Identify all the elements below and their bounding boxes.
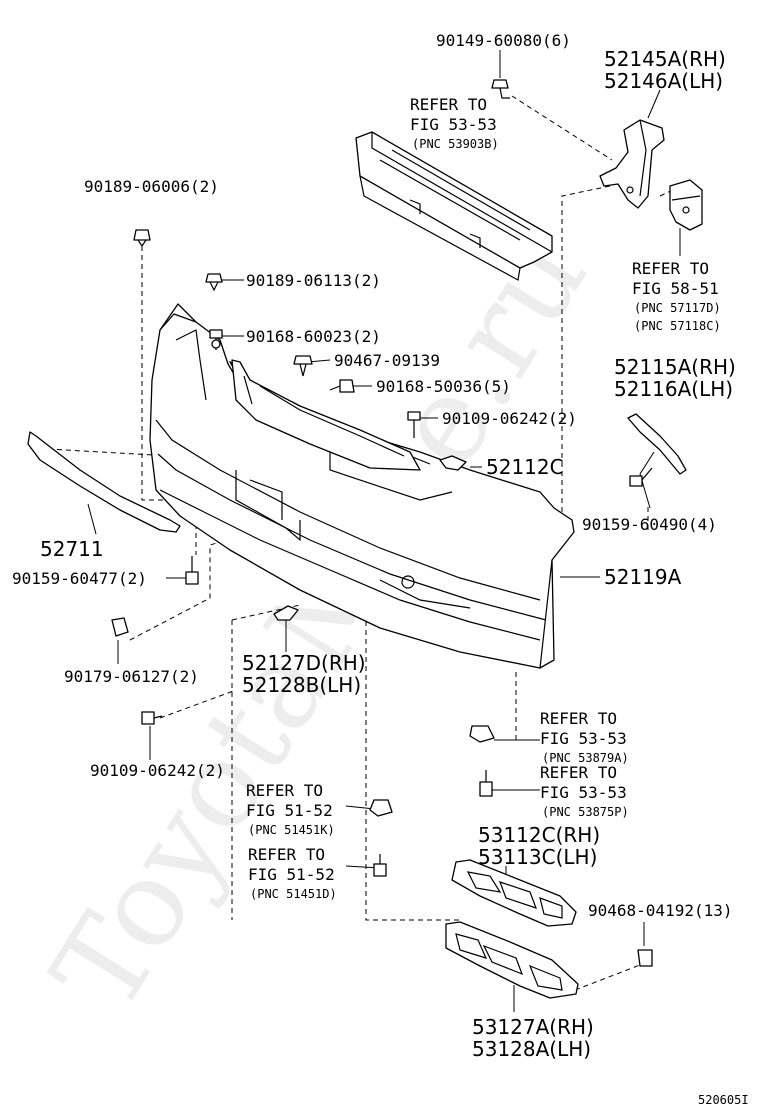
label-52146a: 52146A(LH) [604, 69, 723, 93]
clip-icon [133, 229, 151, 248]
refer-pnc: (PNC 53879A) [542, 751, 629, 765]
label-52115a: 52115A(RH) [614, 355, 736, 379]
clip-icon [205, 273, 223, 292]
refer-pnc: (PNC 57117D) [634, 301, 721, 315]
label-90189-06006: 90189-06006(2) [84, 177, 219, 196]
label-52145a: 52145A(RH) [604, 47, 726, 71]
refer-text: REFER TO [248, 845, 325, 864]
label-90468-04192: 90468-04192(13) [588, 901, 733, 920]
screw-icon [209, 329, 223, 350]
lower-grille-53112c [451, 859, 577, 927]
label-90179-06127: 90179-06127(2) [64, 667, 199, 686]
label-90168-60023: 90168-60023(2) [246, 327, 381, 346]
nut-icon [111, 617, 129, 637]
label-52127d: 52127D(RH) [242, 651, 366, 675]
push-clip-icon [293, 355, 313, 377]
clip-icon [469, 725, 495, 743]
bolt-icon [491, 79, 510, 99]
label-90149-60080: 90149-60080(6) [436, 31, 571, 50]
label-90109-06242-bottom: 90109-06242(2) [90, 761, 225, 780]
label-52112c: 52112C [486, 455, 564, 479]
refer-fig: FIG 51-52 [246, 801, 333, 820]
label-53128a: 53128A(LH) [472, 1037, 591, 1061]
lower-cover-piece [273, 605, 299, 621]
refer-text: REFER TO [246, 781, 323, 800]
lower-grille-53127a [445, 921, 579, 999]
label-90159-60490: 90159-60490(4) [582, 515, 717, 534]
screw-icon [329, 379, 355, 393]
fasteners [111, 79, 653, 967]
emblem-52112c [439, 455, 467, 471]
refer-pnc: (PNC 57118C) [634, 319, 721, 333]
refer-pnc: (PNC 51451K) [248, 823, 335, 837]
clip-icon [369, 799, 393, 817]
figure-code: 520605I [698, 1093, 749, 1107]
label-90467-09139: 90467-09139 [334, 351, 440, 370]
label-52711: 52711 [40, 537, 104, 561]
refer-pnc: (PNC 51451D) [250, 887, 337, 901]
bolt-icon [407, 411, 421, 438]
label-52128b: 52128B(LH) [242, 673, 361, 697]
bolt-icon [141, 711, 163, 725]
part-labels: 90149-60080(6) 52145A(RH) 52146A(LH) REF… [12, 31, 749, 1107]
label-53113c: 53113C(LH) [478, 845, 597, 869]
refer-fig: FIG 53-53 [540, 783, 627, 802]
label-90189-06113: 90189-06113(2) [246, 271, 381, 290]
upper-grille [231, 359, 421, 471]
label-53127a: 53127A(RH) [472, 1015, 594, 1039]
refer-fig: FIG 58-51 [632, 279, 719, 298]
label-90168-50036: 90168-50036(5) [376, 377, 511, 396]
refer-text: REFER TO [540, 763, 617, 782]
refer-pnc: (PNC 53903B) [412, 137, 499, 151]
refer-text: REFER TO [410, 95, 487, 114]
side-support [669, 179, 703, 231]
label-52119a: 52119A [604, 565, 682, 589]
screw-icon [373, 854, 387, 877]
screw-icon [479, 770, 493, 797]
clip-icon [637, 949, 653, 967]
refer-text: REFER TO [632, 259, 709, 278]
refer-pnc: (PNC 53875P) [542, 805, 629, 819]
refer-text: REFER TO [540, 709, 617, 728]
refer-fig: FIG 53-53 [540, 729, 627, 748]
bumper-bracket [599, 119, 665, 209]
label-52116a: 52116A(LH) [614, 377, 733, 401]
screw-icon [185, 556, 199, 585]
refer-fig: FIG 51-52 [248, 865, 335, 884]
label-53112c: 53112C(RH) [478, 823, 600, 847]
label-90159-60477: 90159-60477(2) [12, 569, 147, 588]
refer-fig: FIG 53-53 [410, 115, 497, 134]
label-90109-06242-top: 90109-06242(2) [442, 409, 577, 428]
side-molding [627, 413, 687, 475]
bumper-reinforcement [355, 131, 553, 281]
screw-icon [629, 467, 653, 487]
lower-spoiler-strip [27, 431, 181, 533]
